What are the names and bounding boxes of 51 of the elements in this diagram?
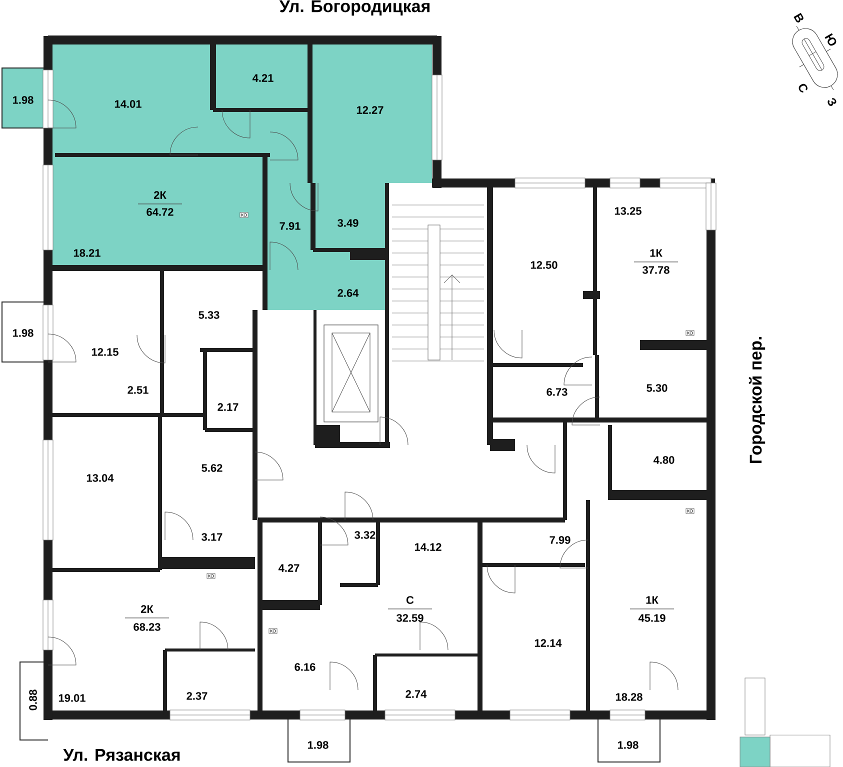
area-label: 12.27 <box>356 106 384 114</box>
area-label: 45.19 <box>638 614 666 622</box>
area-label: 5.30 <box>646 384 668 392</box>
area-label: 3.17 <box>202 533 222 541</box>
street-name: Городской пер. <box>748 336 766 464</box>
area-label: 4.80 <box>653 456 674 464</box>
area-label: 7.91 <box>280 222 300 230</box>
area-label: 1.98 <box>13 329 34 337</box>
area-label: 2.64 <box>338 289 359 297</box>
apartment-type: 1К <box>650 249 662 257</box>
street-name: Ул. Богородицкая <box>279 0 430 16</box>
compass-letter: С <box>798 84 808 92</box>
area-label: 2.74 <box>406 690 427 698</box>
apartment-type: С <box>406 596 414 604</box>
area-label: 6.16 <box>294 663 316 671</box>
area-label: 5.33 <box>198 311 220 319</box>
area-label: 1.98 <box>618 741 638 749</box>
apartment-type: 1К <box>646 596 658 604</box>
street-name: Ул. Рязанская <box>63 749 180 761</box>
compass-letter: З <box>828 98 836 106</box>
area-label: 2.37 <box>186 692 208 700</box>
area-label: 13.25 <box>614 207 642 215</box>
area-label: 13.04 <box>86 474 114 482</box>
area-label: 64.72 <box>146 208 174 216</box>
area-label: 1.98 <box>308 741 328 749</box>
area-label: 0.88 <box>29 690 37 710</box>
compass-letter: Ю <box>824 33 836 46</box>
area-label: 68.23 <box>134 623 160 631</box>
area-label: 4.21 <box>252 74 274 82</box>
compass-letter: В <box>794 12 804 22</box>
area-label: 12.15 <box>92 348 118 356</box>
area-label: 14.01 <box>114 100 142 108</box>
area-label: 3.49 <box>338 219 358 227</box>
area-label: 37.78 <box>642 266 670 274</box>
area-label: 7.99 <box>550 536 570 544</box>
apartment-type: 2К <box>154 191 166 199</box>
area-label: 2.51 <box>128 386 148 394</box>
area-label: 18.21 <box>74 249 100 257</box>
area-label: 4.27 <box>278 564 300 572</box>
area-label: 14.12 <box>414 543 442 551</box>
area-label: 3.32 <box>354 531 376 539</box>
area-label: 2.17 <box>218 403 238 411</box>
area-label: 5.62 <box>202 464 222 472</box>
apartment-type: 2К <box>140 605 154 613</box>
area-label: 12.14 <box>534 639 562 647</box>
area-label: 12.50 <box>530 261 558 269</box>
area-label: 19.01 <box>58 694 86 702</box>
area-label: 1.98 <box>13 96 34 104</box>
area-label: 6.73 <box>546 388 568 396</box>
area-label: 18.28 <box>616 693 642 701</box>
area-label: 32.59 <box>396 614 424 622</box>
